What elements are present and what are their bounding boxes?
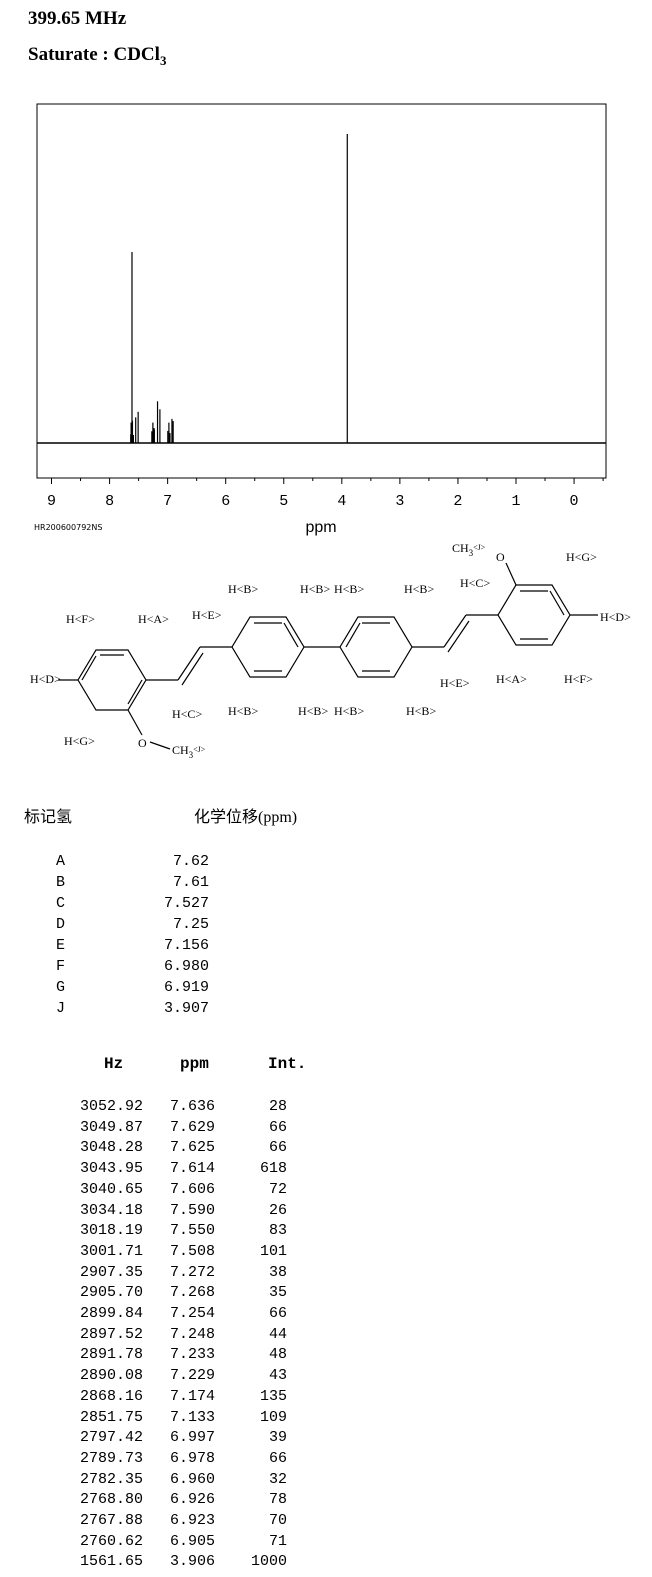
x-tick-label: 5 [279,493,288,510]
label-hB-8: H<B> [406,704,436,718]
label-hF-left: H<F> [66,612,95,626]
label-ch3-right: CH3<J> [452,541,486,558]
label-hA-right: H<A> [496,672,527,686]
peak-row: 3001.71 7.508 101 [80,1242,288,1260]
peak-row: 2782.35 6.960 32 [80,1470,288,1488]
label-hD-right: H<D> [600,610,631,624]
spectrometer-frequency: 399.65 MHz [28,8,127,29]
peak-row: 2768.80 6.926 78 [80,1491,288,1509]
assignment-row: G 6.919 [56,979,210,996]
peak-row: 2891.78 7.233 48 [80,1346,288,1364]
x-tick-label: 6 [221,493,230,510]
peak-row: 3052.92 7.636 28 [80,1098,288,1115]
x-axis-label: ppm [305,519,336,536]
label-hB-5: H<B> [228,704,258,718]
label-hB-4: H<B> [404,582,434,596]
x-tick-label: 2 [453,493,462,510]
solvent-subscript: 3 [159,53,167,68]
x-tick-label: 7 [163,493,172,510]
label-hD-left: H<D> [30,672,61,686]
assignment-row: B 7.61 [56,874,210,891]
x-tick-label: 4 [337,493,346,510]
peak-header-hz: Hz [104,1055,124,1073]
label-hB-7: H<B> [334,704,364,718]
label-hC-right: H<C> [460,576,490,590]
peak-row: 2899.84 7.254 66 [80,1305,288,1323]
peak-header-int: Int. [268,1055,307,1073]
assignment-row: A 7.62 [56,853,210,870]
nmr-spectrum-chart: 9 8 7 6 5 4 3 2 1 0 ppm HR200600792NS [34,103,607,536]
label-hB-3: H<B> [334,582,364,596]
peak-table: 3052.92 7.636 28 3049.87 7.629 66 3048.28 … [80,1097,340,1573]
label-o-left: O [138,736,147,750]
x-tick-label: 9 [47,493,56,510]
peak-row: 2905.70 7.268 35 [80,1284,288,1302]
x-tick-label: 1 [511,493,520,510]
peak-row: 3034.18 7.590 26 [80,1201,288,1219]
label-hG-left: H<G> [64,734,95,748]
peak-row: 3048.28 7.625 66 [80,1139,288,1157]
label-hB-2: H<B> [300,582,330,596]
assignment-header-shift: 化学位移(ppm) [194,809,298,826]
label-hA-left: H<A> [138,612,169,626]
assignment-row: D 7.25 [56,916,210,933]
x-axis-ticks: 9 8 7 6 5 4 3 2 1 0 [47,478,604,510]
x-tick-label: 8 [105,493,114,510]
peak-row: 3018.19 7.550 83 [80,1222,288,1240]
spectrum-peaks [130,134,348,443]
plot-frame [36,103,607,479]
label-hE-left: H<E> [192,608,222,622]
label-hE-right: H<E> [440,676,470,690]
sample-code: HR200600792NS [34,523,102,532]
peak-row: 2868.16 7.174 135 [80,1387,288,1405]
assignment-row: J 3.907 [56,1000,210,1017]
label-hG-right: H<G> [566,550,597,564]
structure-bonds [58,562,598,750]
peak-header-ppm: ppm [180,1055,209,1073]
assignment-row: C 7.527 [56,895,210,912]
peak-row: 2907.35 7.272 38 [80,1263,288,1281]
chemical-structure: H<F> H<A> H<E> H<D> H<G> H<C> O CH3<J> H… [30,541,631,760]
x-tick-label: 0 [570,493,579,510]
assignment-row: F 6.980 [56,958,210,975]
x-tick-label: 3 [395,493,404,510]
solvent-text: Saturate : CDCl [28,44,160,65]
peak-row: 3043.95 7.614 618 [80,1160,288,1178]
label-hF-right: H<F> [564,672,593,686]
solvent-label: Saturate : CDCl3 [28,44,166,69]
label-hC-left: H<C> [172,707,202,721]
peak-row: 2767.88 6.923 70 [80,1512,288,1530]
peak-row: 3040.65 7.606 72 [80,1180,288,1198]
peak-row: 2797.42 6.997 39 [80,1429,288,1447]
peak-row: 2897.52 7.248 44 [80,1325,288,1343]
peak-row: 1561.65 3.906 1000 [80,1553,288,1571]
peak-row: 3049.87 7.629 66 [80,1118,288,1136]
peak-row: 2789.73 6.978 66 [80,1449,288,1467]
assignment-header-hydrogen: 标记氢 [24,809,73,826]
peak-row: 2890.08 7.229 43 [80,1367,288,1385]
peak-row: 2760.62 6.905 71 [80,1532,288,1550]
label-ch3-left: CH3<J> [172,743,206,760]
assignment-row: E 7.156 [56,937,210,954]
label-hB-1: H<B> [228,582,258,596]
peak-row: 2851.75 7.133 109 [80,1408,288,1426]
structure-labels: H<F> H<A> H<E> H<D> H<G> H<C> O CH3<J> H… [30,541,631,760]
label-o-right: O [496,550,505,564]
label-hB-6: H<B> [298,704,328,718]
